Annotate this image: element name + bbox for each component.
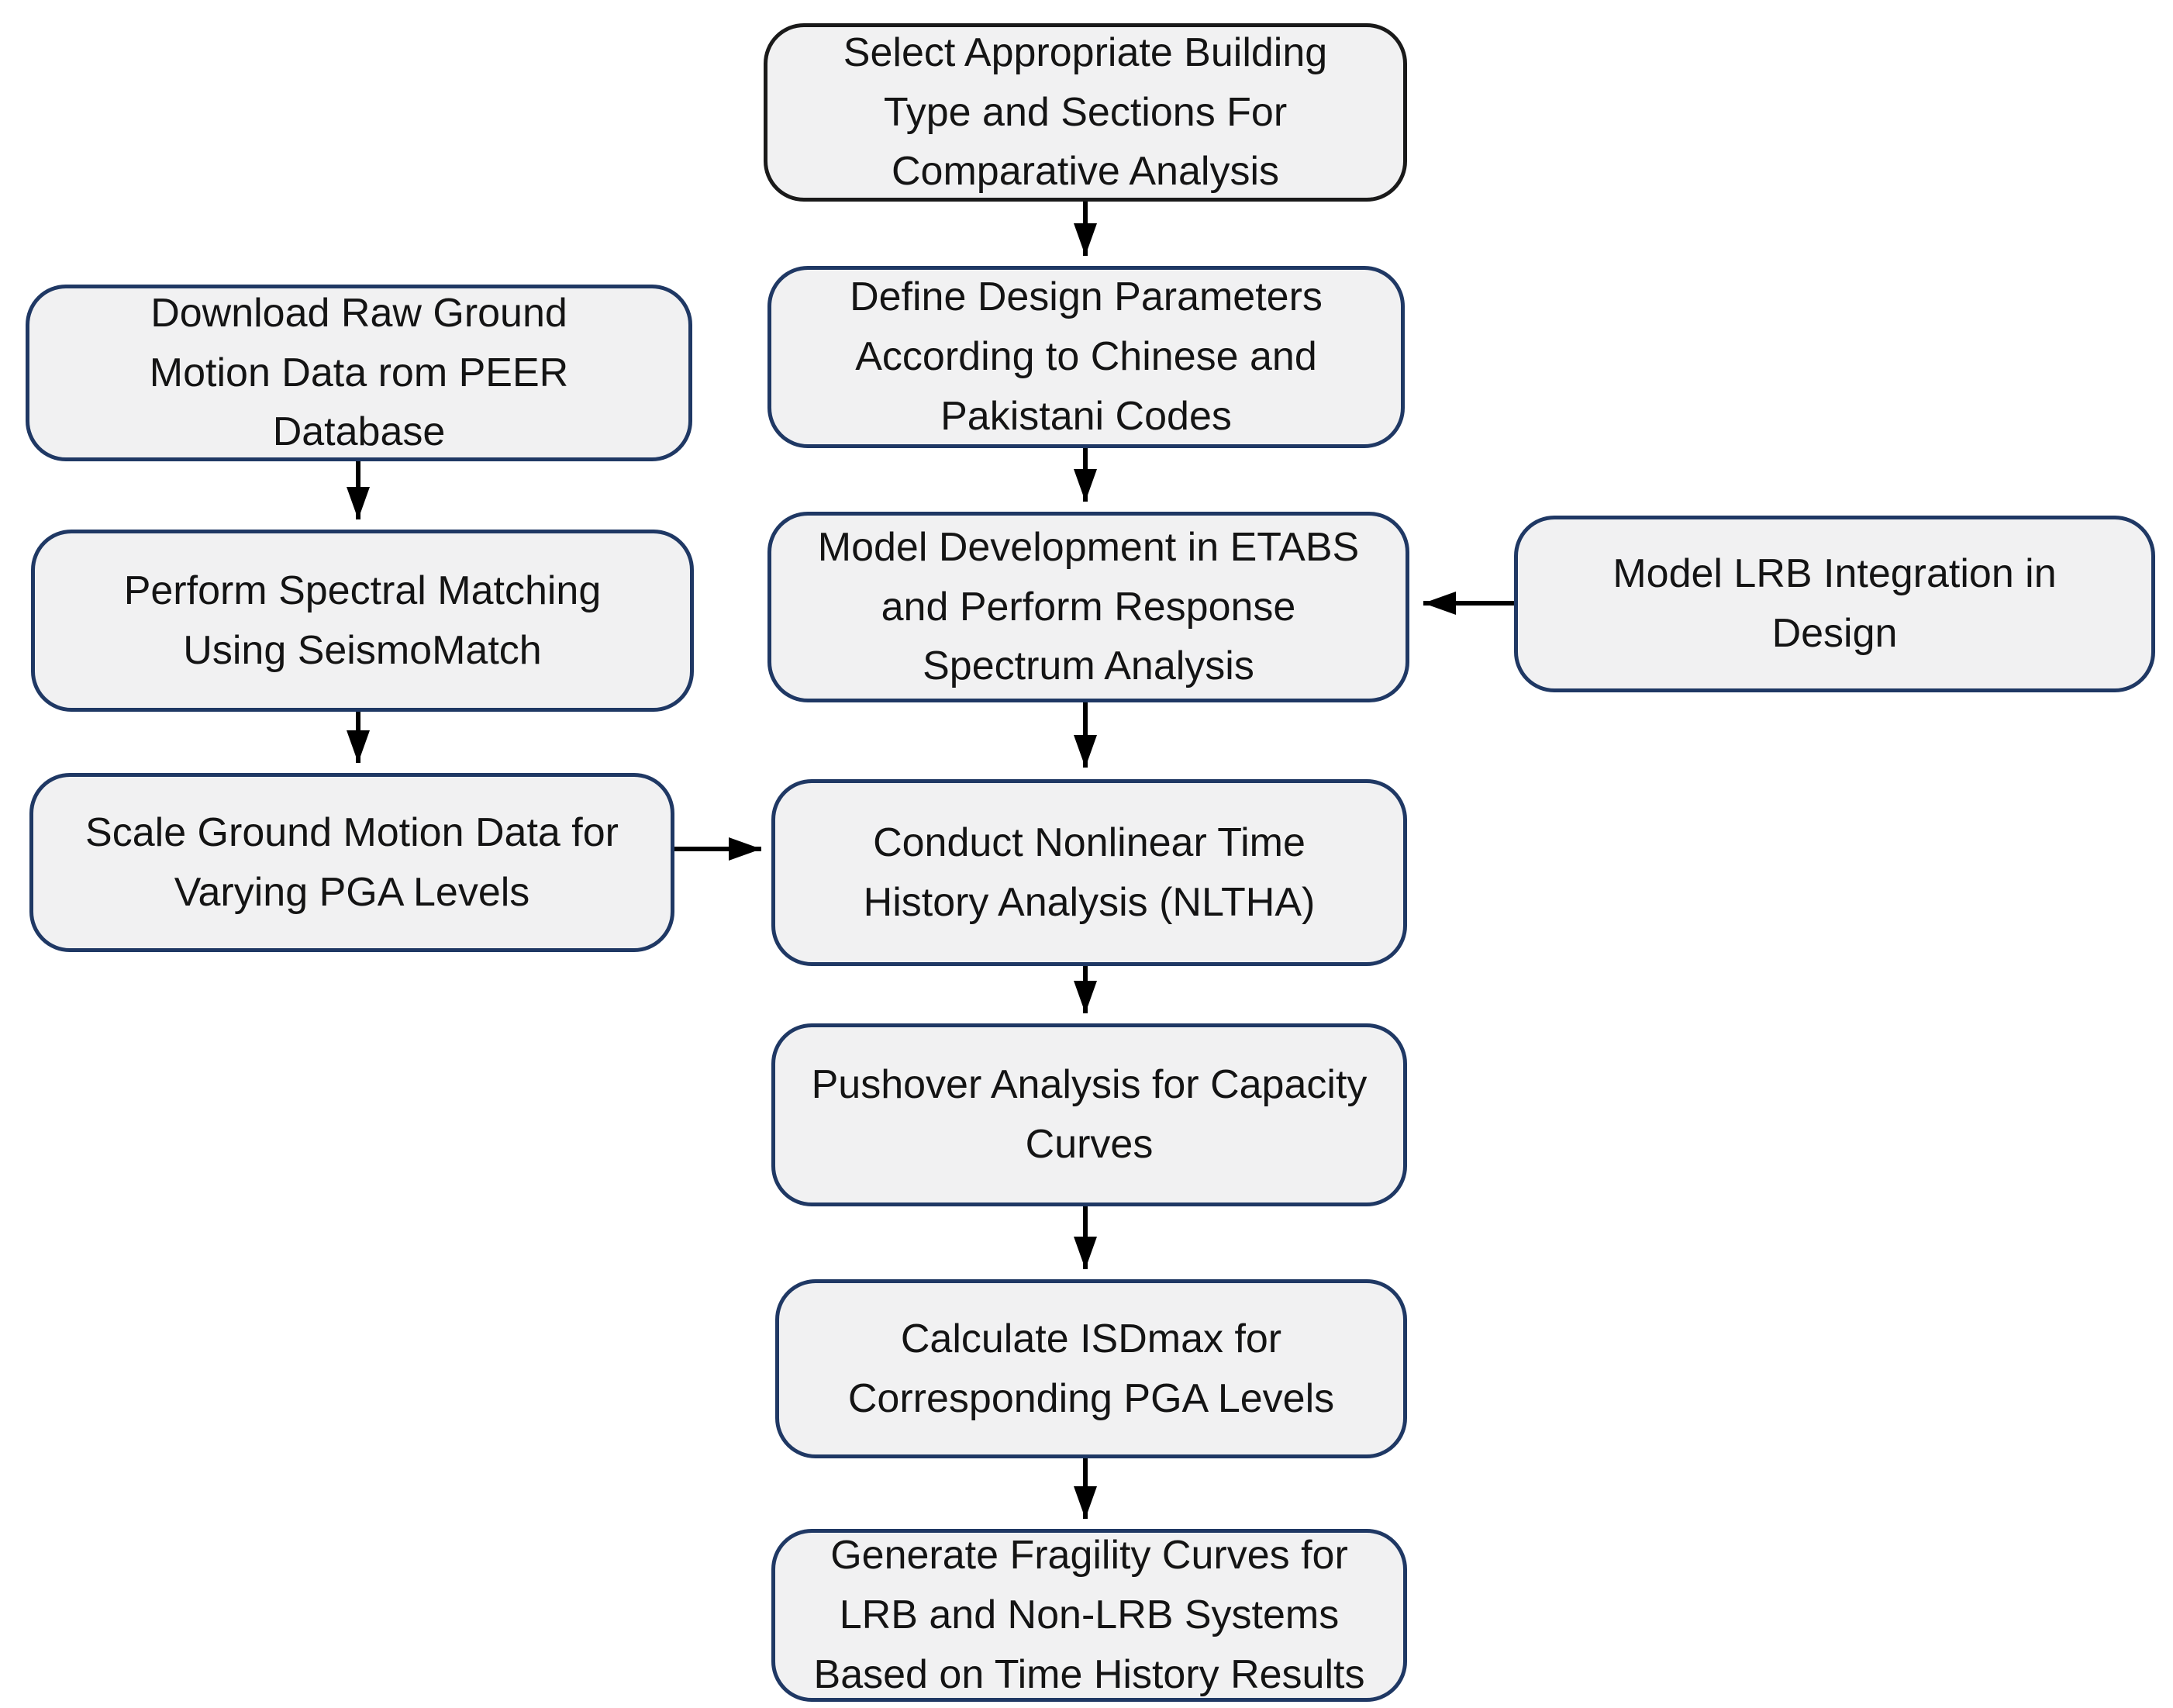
node-text-line: Corresponding PGA Levels xyxy=(847,1375,1335,1421)
node-text-line: Curves xyxy=(1025,1122,1154,1167)
node-text-line: Comparative Analysis xyxy=(892,149,1279,195)
node-text-line: Scale Ground Motion Data for xyxy=(85,809,619,855)
node-text-line: Download Raw Ground xyxy=(150,290,567,336)
node-text-line: Using SeismoMatch xyxy=(183,627,542,673)
node-text-line: Spectrum Analysis xyxy=(923,644,1254,689)
node-text-line: Calculate ISDmax for xyxy=(900,1316,1282,1361)
node-text-line: and Perform Response xyxy=(881,584,1296,630)
node-text-line: Perform Spectral Matching xyxy=(123,568,602,613)
node-text-line: Model LRB Integration in xyxy=(1613,551,2057,597)
node-text-line: Design xyxy=(1771,611,1898,656)
node-text-line: Motion Data rom PEER xyxy=(149,350,569,395)
node-text-line: Pakistani Codes xyxy=(940,393,1232,439)
node-text-line: Generate Fragility Curves for xyxy=(830,1533,1348,1579)
node-text-line: Define Design Parameters xyxy=(850,274,1323,320)
node-download-data: Download Raw Ground Motion Data rom PEER… xyxy=(26,285,692,461)
node-text-line: Pushover Analysis for Capacity xyxy=(811,1062,1368,1108)
node-isdmax: Calculate ISDmax for Corresponding PGA L… xyxy=(775,1279,1407,1458)
node-define-parameters: Define Design Parameters According to Ch… xyxy=(767,266,1405,448)
node-text-line: LRB and Non-LRB Systems xyxy=(839,1592,1340,1638)
node-text-line: According to Chinese and xyxy=(855,334,1317,380)
node-scale-data: Scale Ground Motion Data for Varying PGA… xyxy=(29,773,674,952)
node-text-line: Model Development in ETABS xyxy=(817,524,1360,570)
node-text-line: Conduct Nonlinear Time xyxy=(873,819,1306,865)
node-pushover: Pushover Analysis for Capacity Curves xyxy=(771,1023,1407,1206)
node-text-line: Based on Time History Results xyxy=(813,1651,1365,1697)
node-text-line: Select Appropriate Building xyxy=(843,29,1328,75)
node-nltha: Conduct Nonlinear Time History Analysis … xyxy=(771,779,1407,966)
node-select-building: Select Appropriate Building Type and Sec… xyxy=(764,23,1407,202)
node-text-line: Type and Sections For xyxy=(883,89,1288,135)
node-text-line: Database xyxy=(272,409,446,455)
node-text-line: Varying PGA Levels xyxy=(174,869,530,915)
node-text-line: History Analysis (NLTHA) xyxy=(863,879,1316,925)
node-model-development: Model Development in ETABS and Perform R… xyxy=(767,512,1409,702)
node-spectral-matching: Perform Spectral Matching Using SeismoMa… xyxy=(31,530,694,712)
node-lrb-integration: Model LRB Integration in Design xyxy=(1514,516,2155,692)
node-fragility: Generate Fragility Curves for LRB and No… xyxy=(771,1529,1407,1702)
